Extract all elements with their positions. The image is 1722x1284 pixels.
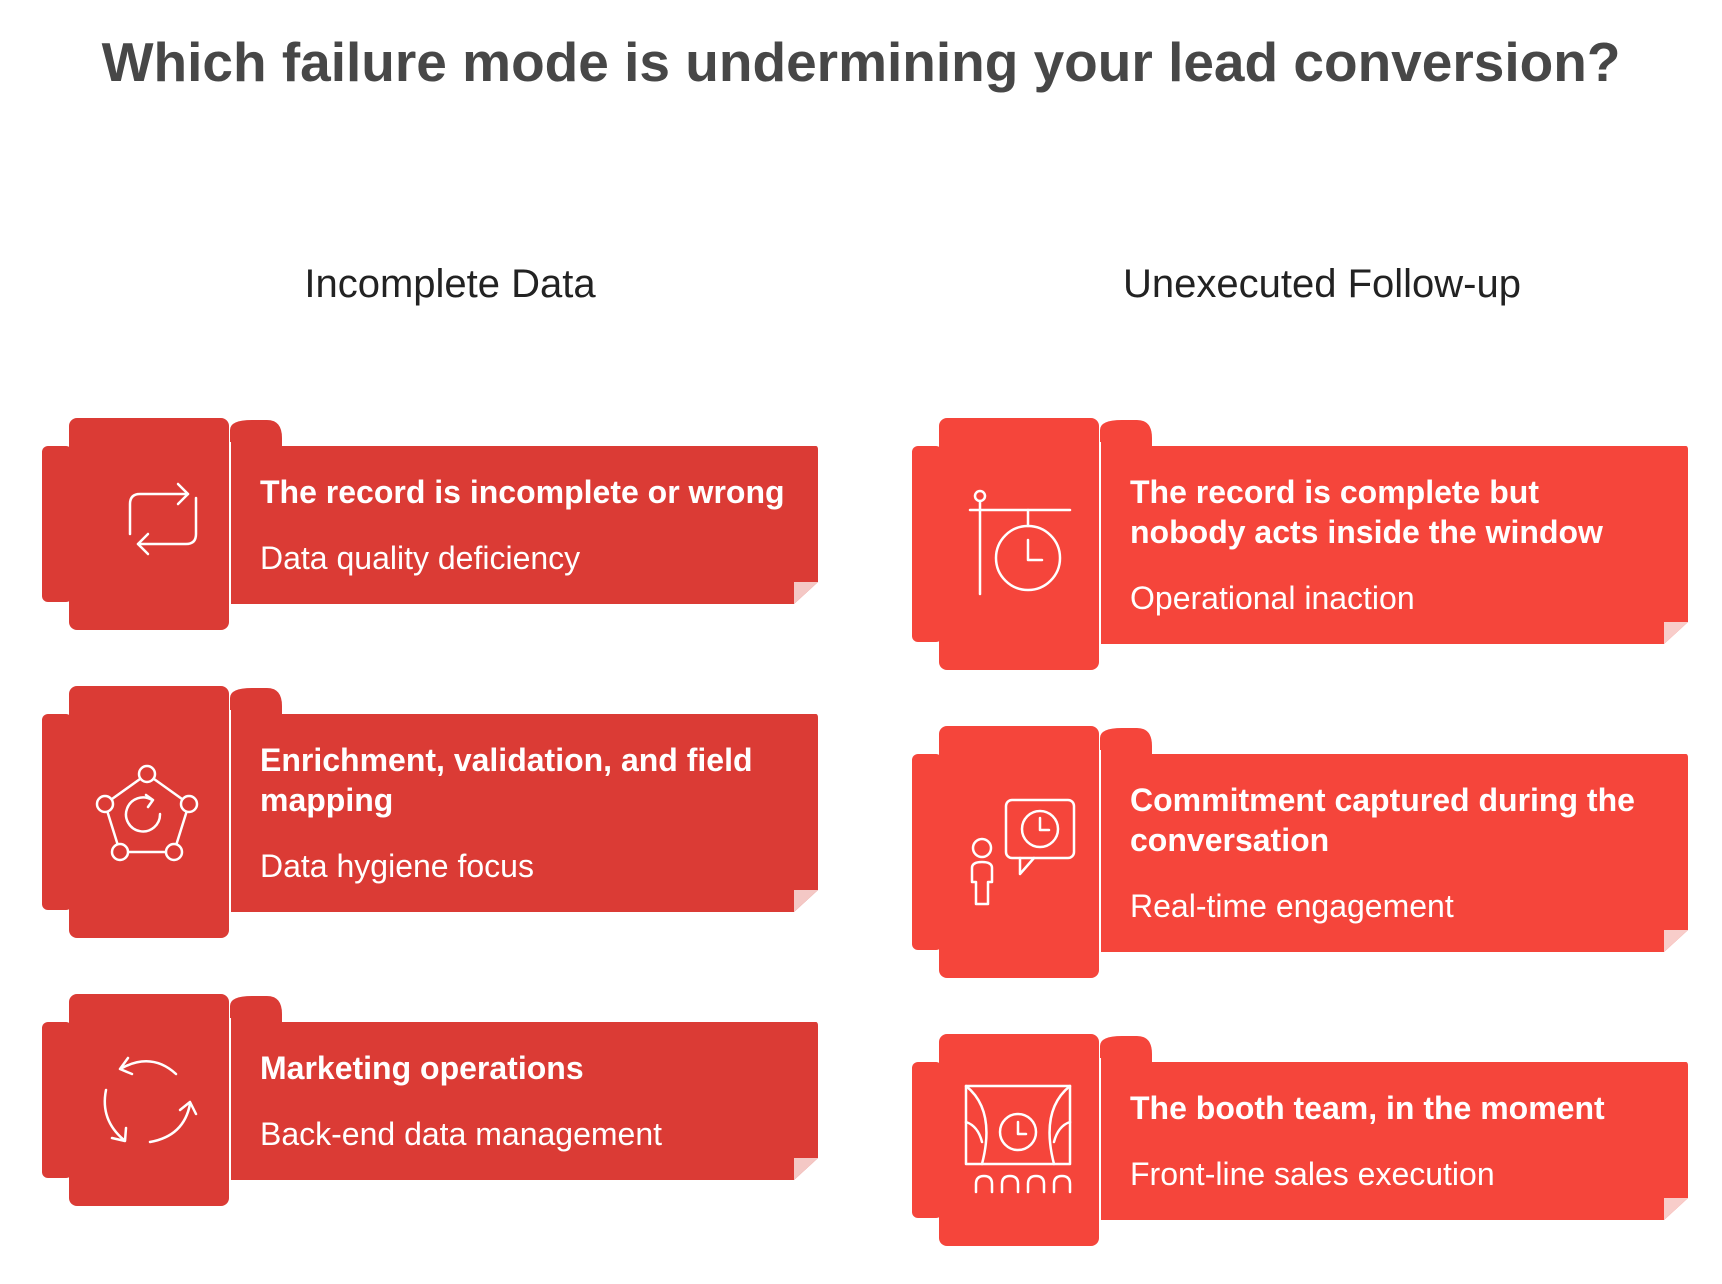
card-title: Commitment captured during the conversat… [1130,782,1635,858]
refresh-arrows-icon [128,482,198,556]
card-subtitle: Back-end data management [260,1116,663,1152]
network-cycle-icon [95,764,199,862]
card-incomplete-record: The record is incomplete or wrong Data q… [42,418,822,633]
card-title: Marketing operations [260,1050,584,1086]
card-subtitle: Operational inaction [1130,580,1415,616]
card-marketing-operations: Marketing operations Back-end data manag… [42,994,822,1209]
card-shape [42,418,818,630]
card-subtitle: Real-time engagement [1130,888,1454,924]
card-title: The record is incomplete or wrong [260,474,785,510]
hanging-clock-icon [968,489,1072,596]
card-subtitle: Data hygiene focus [260,848,534,884]
column-heading-incomplete-data: Incomplete Data [304,262,596,306]
card-shape [912,726,1688,978]
card-title: The record is complete but nobody acts i… [1130,474,1603,550]
card-enrichment-validation: Enrichment, validation, and field mappin… [42,686,822,941]
card-booth-team: The booth team, in the moment Front-line… [912,1034,1692,1249]
card-commitment-captured: Commitment captured during the conversat… [912,726,1692,981]
page-title: Which failure mode is undermining your l… [101,31,1621,93]
stage-clock-icon [964,1084,1072,1194]
card-shape [42,686,818,938]
column-heading-unexecuted-follow-up: Unexecuted Follow-up [1123,262,1521,306]
card-subtitle: Front-line sales execution [1130,1156,1495,1192]
card-shape [912,418,1688,670]
card-title: Enrichment, validation, and field mappin… [260,742,753,818]
card-subtitle: Data quality deficiency [260,540,581,576]
card-shape [42,994,818,1206]
cycle-arrows-icon [103,1056,198,1144]
card-title: The booth team, in the moment [1130,1090,1605,1126]
person-speech-clock-icon [970,798,1076,906]
card-complete-no-action: The record is complete but nobody acts i… [912,418,1692,673]
